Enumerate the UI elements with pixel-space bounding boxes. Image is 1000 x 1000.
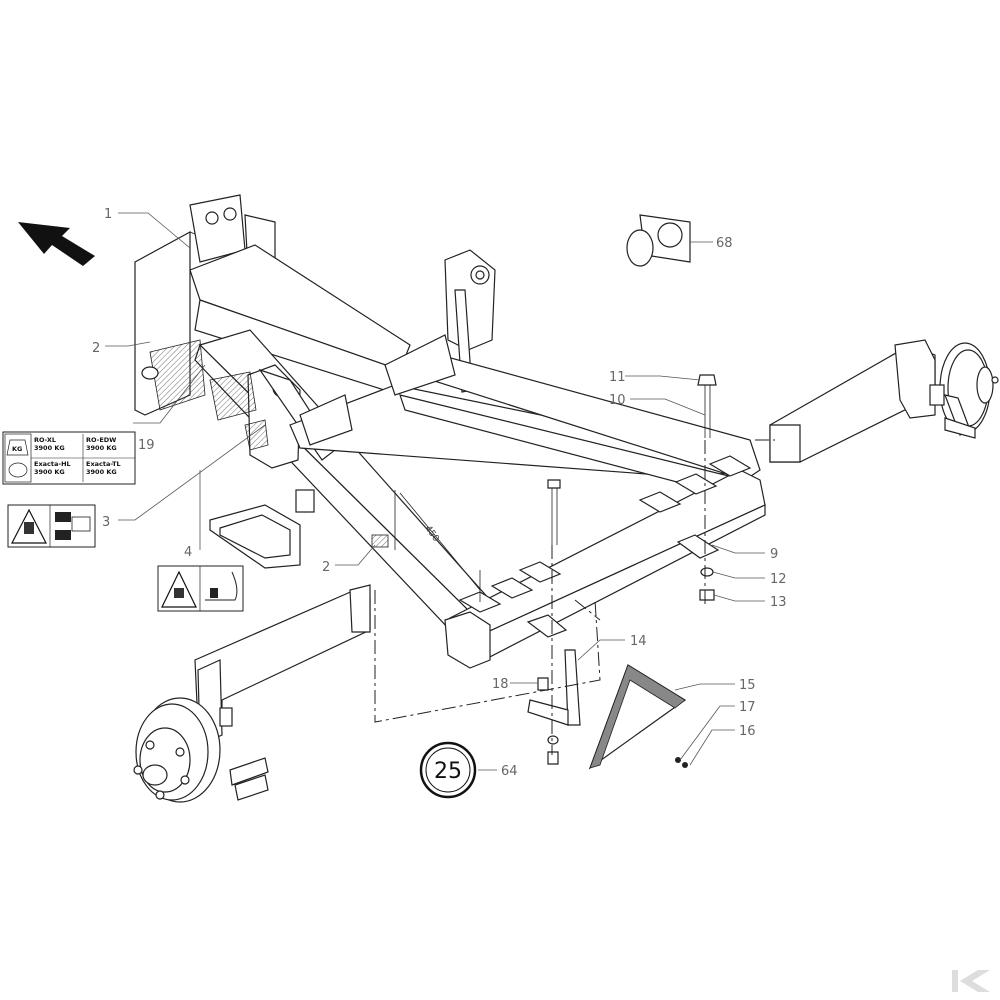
speed-sign: 25 xyxy=(419,741,477,799)
speed-sign-value: 25 xyxy=(434,759,462,784)
weight-cell: 3900 KG xyxy=(86,444,117,452)
weight-cell: RO-EDW xyxy=(86,436,116,444)
weight-cell: Exacta-TL xyxy=(86,460,121,468)
weight-cell: 3900 KG xyxy=(34,468,65,476)
callout-label: 19 xyxy=(138,438,155,453)
weight-icon-text: KG xyxy=(12,445,22,453)
weight-label: KG RO-XL RO-EDW 3900 KG 3900 KG Exacta-H… xyxy=(2,431,136,485)
frame-assembly: 450 xyxy=(134,194,766,669)
crush-warning-label xyxy=(157,565,244,612)
callout-label: 2 xyxy=(92,341,100,356)
left-axle xyxy=(133,584,371,803)
direction-arrow-icon xyxy=(18,222,95,266)
leader-lines xyxy=(105,212,765,771)
callout-label: 1 xyxy=(104,207,112,222)
callout-label: 18 xyxy=(492,677,509,692)
brand-logo-icon xyxy=(952,970,990,992)
callout-label: 3 xyxy=(102,515,110,530)
callout-label: 14 xyxy=(630,634,647,649)
fasteners xyxy=(526,214,720,770)
weight-cell: Exacta-HL xyxy=(34,460,71,468)
callout-label: 2 xyxy=(322,560,330,575)
weight-cell: RO-XL xyxy=(34,436,56,444)
callout-label: 17 xyxy=(739,700,756,715)
callouts: 1 2 2 3 4 9 10 11 12 13 14 15 16 17 18 1… xyxy=(92,207,787,779)
callout-label: 4 xyxy=(184,545,192,560)
callout-label: 13 xyxy=(770,595,787,610)
weight-cell: 3900 KG xyxy=(86,468,117,476)
callout-label: 16 xyxy=(739,724,756,739)
right-axle xyxy=(769,339,999,463)
callout-label: 9 xyxy=(770,547,778,562)
centerlines xyxy=(374,439,775,755)
callout-label: 11 xyxy=(609,370,626,385)
callout-label: 12 xyxy=(770,572,787,587)
callout-label: 15 xyxy=(739,678,756,693)
weight-cell: 3900 KG xyxy=(34,444,65,452)
callout-label: 64 xyxy=(501,764,518,779)
callout-label: 10 xyxy=(609,393,626,408)
pinch-warning-label xyxy=(7,504,96,548)
callout-label: 68 xyxy=(716,236,733,251)
